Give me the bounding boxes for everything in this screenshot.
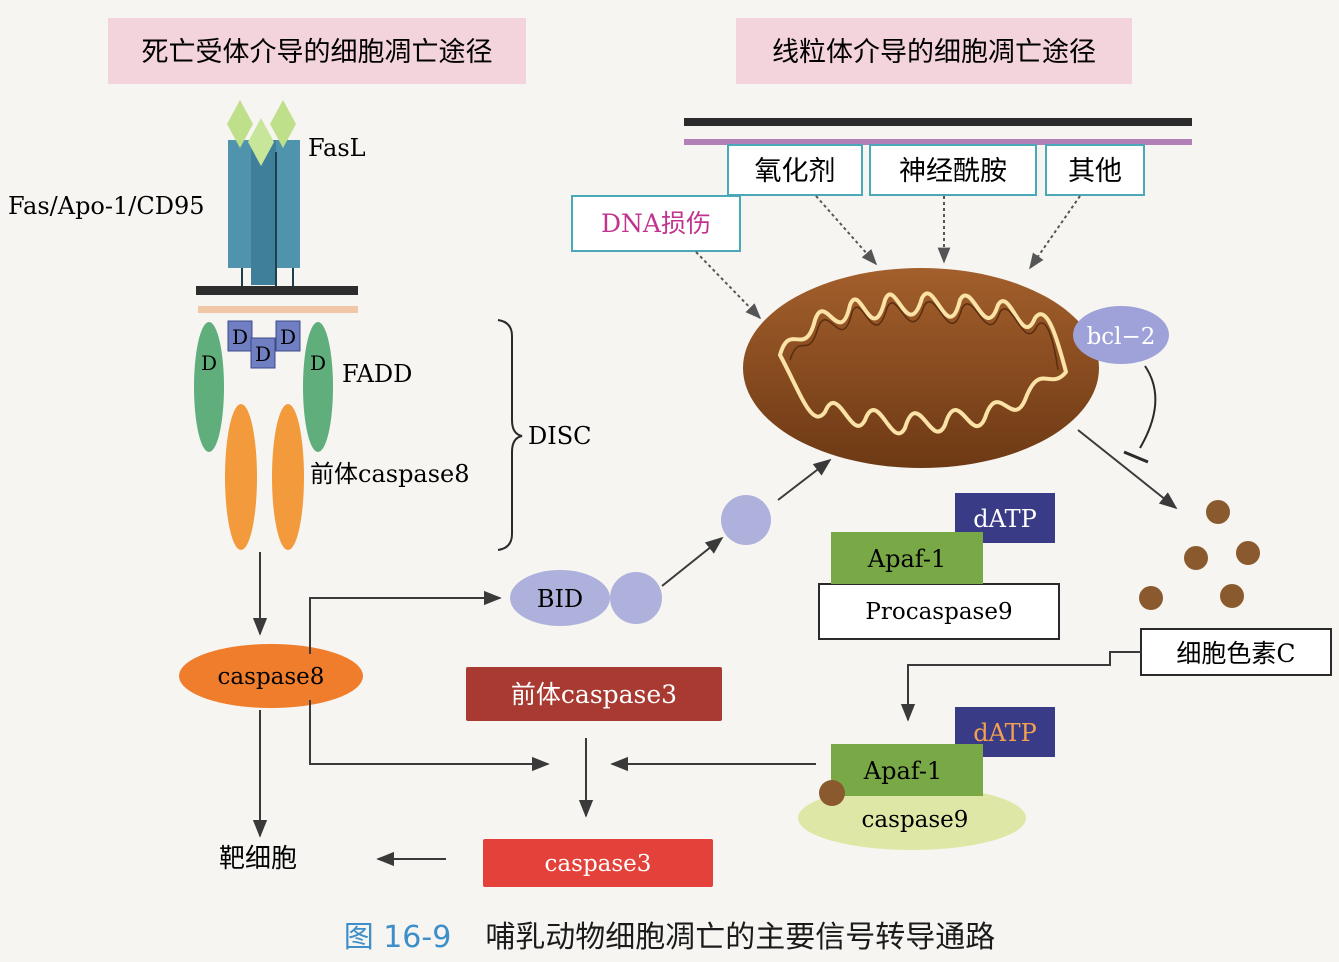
procaspase8-right bbox=[272, 404, 304, 550]
stimulus-oxidant: 氧化剂 bbox=[727, 144, 863, 196]
caspase8: caspase8 bbox=[179, 644, 363, 708]
svg-text:caspase9: caspase9 bbox=[862, 807, 969, 833]
membrane-inner-layer bbox=[198, 306, 358, 313]
bcl2: bcl−2 bbox=[1073, 306, 1169, 364]
procaspase8-label: 前体caspase8 bbox=[310, 460, 470, 488]
svg-text:D: D bbox=[255, 342, 271, 366]
arrow-bid-fragment bbox=[661, 536, 724, 587]
svg-text:bcl−2: bcl−2 bbox=[1087, 324, 1156, 350]
fasl-ligand bbox=[227, 100, 296, 166]
cytochrome-c-particle bbox=[1220, 584, 1244, 608]
fasl-label: FasL bbox=[308, 134, 366, 162]
death-domain-3: D bbox=[275, 320, 301, 352]
fas-label: Fas/Apo-1/CD95 bbox=[8, 192, 205, 220]
svg-text:dATP: dATP bbox=[973, 719, 1037, 747]
stimulus-dna-damage: DNA损伤 bbox=[571, 195, 741, 252]
cytochrome-c-box: 细胞色素C bbox=[1140, 628, 1332, 676]
svg-text:D: D bbox=[201, 351, 217, 375]
cytochrome-c-particle bbox=[1139, 586, 1163, 610]
arrow-dna-damage bbox=[695, 251, 762, 320]
tbid-fragment bbox=[610, 572, 662, 624]
svg-text:前体caspase3: 前体caspase3 bbox=[511, 680, 677, 709]
caspase3: caspase3 bbox=[483, 839, 713, 887]
mitochondrial-title: 线粒体介导的细胞凋亡途径 bbox=[736, 18, 1132, 84]
membrane-top bbox=[684, 118, 1192, 126]
svg-text:氧化剂: 氧化剂 bbox=[755, 156, 836, 187]
arrow-cytochrome-to-apoptosome bbox=[900, 651, 1141, 722]
svg-text:DNA损伤: DNA损伤 bbox=[601, 209, 711, 238]
arrow-cytochrome-release bbox=[1077, 429, 1178, 510]
tbid bbox=[721, 495, 771, 545]
mitochondrion bbox=[743, 268, 1099, 468]
membrane-lilac bbox=[684, 139, 1192, 145]
procaspase8-left bbox=[225, 404, 257, 550]
svg-text:Procaspase9: Procaspase9 bbox=[865, 599, 1012, 625]
fas-receptor bbox=[228, 140, 300, 292]
death-domain-2: D bbox=[250, 337, 276, 369]
svg-text:caspase8: caspase8 bbox=[218, 664, 325, 690]
death-domain-1: D bbox=[227, 320, 253, 352]
arrow-tbid-to-mitochondrion bbox=[777, 458, 832, 501]
death-receptor-title: 死亡受体介导的细胞凋亡途径 bbox=[108, 18, 526, 84]
svg-text:细胞色素C: 细胞色素C bbox=[1176, 639, 1295, 668]
svg-text:D: D bbox=[232, 325, 248, 349]
fadd-right: D bbox=[303, 322, 333, 452]
svg-text:BID: BID bbox=[537, 585, 583, 613]
figure-caption: 图 16-9 哺乳动物细胞凋亡的主要信号转导通路 bbox=[0, 912, 1339, 956]
svg-text:Apaf-1: Apaf-1 bbox=[867, 545, 946, 573]
disc-brace bbox=[497, 319, 523, 551]
svg-text:线粒体介导的细胞凋亡途径: 线粒体介导的细胞凋亡途径 bbox=[772, 37, 1096, 68]
svg-text:其他: 其他 bbox=[1068, 156, 1122, 187]
svg-text:dATP: dATP bbox=[973, 505, 1037, 533]
bid: BID bbox=[510, 570, 610, 626]
procaspase9-box: Procaspase9 bbox=[818, 583, 1060, 640]
arrow-caspase8-to-caspase3 bbox=[309, 700, 550, 772]
svg-text:D: D bbox=[310, 351, 326, 375]
svg-text:Apaf-1: Apaf-1 bbox=[863, 757, 942, 785]
figure-caption-text: 哺乳动物细胞凋亡的主要信号转导通路 bbox=[485, 920, 996, 955]
apaf1-bottom: Apaf-1 bbox=[831, 744, 983, 796]
figure-number: 图 16-9 bbox=[343, 920, 452, 955]
caspase9: caspase9 bbox=[798, 786, 1026, 850]
arrow-oxidant bbox=[815, 195, 878, 266]
cytochrome-c-particle bbox=[1206, 500, 1230, 524]
cell-membrane bbox=[196, 286, 358, 295]
disc-label: DISC bbox=[528, 422, 592, 450]
arrow-caspase8-to-bid bbox=[309, 590, 502, 654]
apaf1-top: Apaf-1 bbox=[831, 532, 983, 584]
procaspase3: 前体caspase3 bbox=[466, 667, 722, 721]
cytochrome-c-particle bbox=[1184, 546, 1208, 570]
svg-text:神经酰胺: 神经酰胺 bbox=[899, 156, 1007, 187]
svg-text:caspase3: caspase3 bbox=[545, 851, 652, 877]
target-cell-label: 靶细胞 bbox=[219, 844, 297, 874]
stimulus-other: 其他 bbox=[1045, 144, 1145, 196]
bound-cytochrome-c bbox=[819, 780, 845, 806]
bcl2-inhibition-bar bbox=[1123, 450, 1149, 464]
fadd-label: FADD bbox=[342, 360, 412, 388]
svg-text:D: D bbox=[280, 325, 296, 349]
svg-text:死亡受体介导的细胞凋亡途径: 死亡受体介导的细胞凋亡途径 bbox=[142, 37, 493, 68]
cytochrome-c-particle bbox=[1236, 541, 1260, 565]
bcl2-inhibition-line bbox=[1139, 365, 1157, 449]
fadd-left: D bbox=[194, 322, 224, 452]
arrow-other bbox=[1029, 195, 1081, 270]
stimulus-ceramide: 神经酰胺 bbox=[869, 144, 1037, 196]
